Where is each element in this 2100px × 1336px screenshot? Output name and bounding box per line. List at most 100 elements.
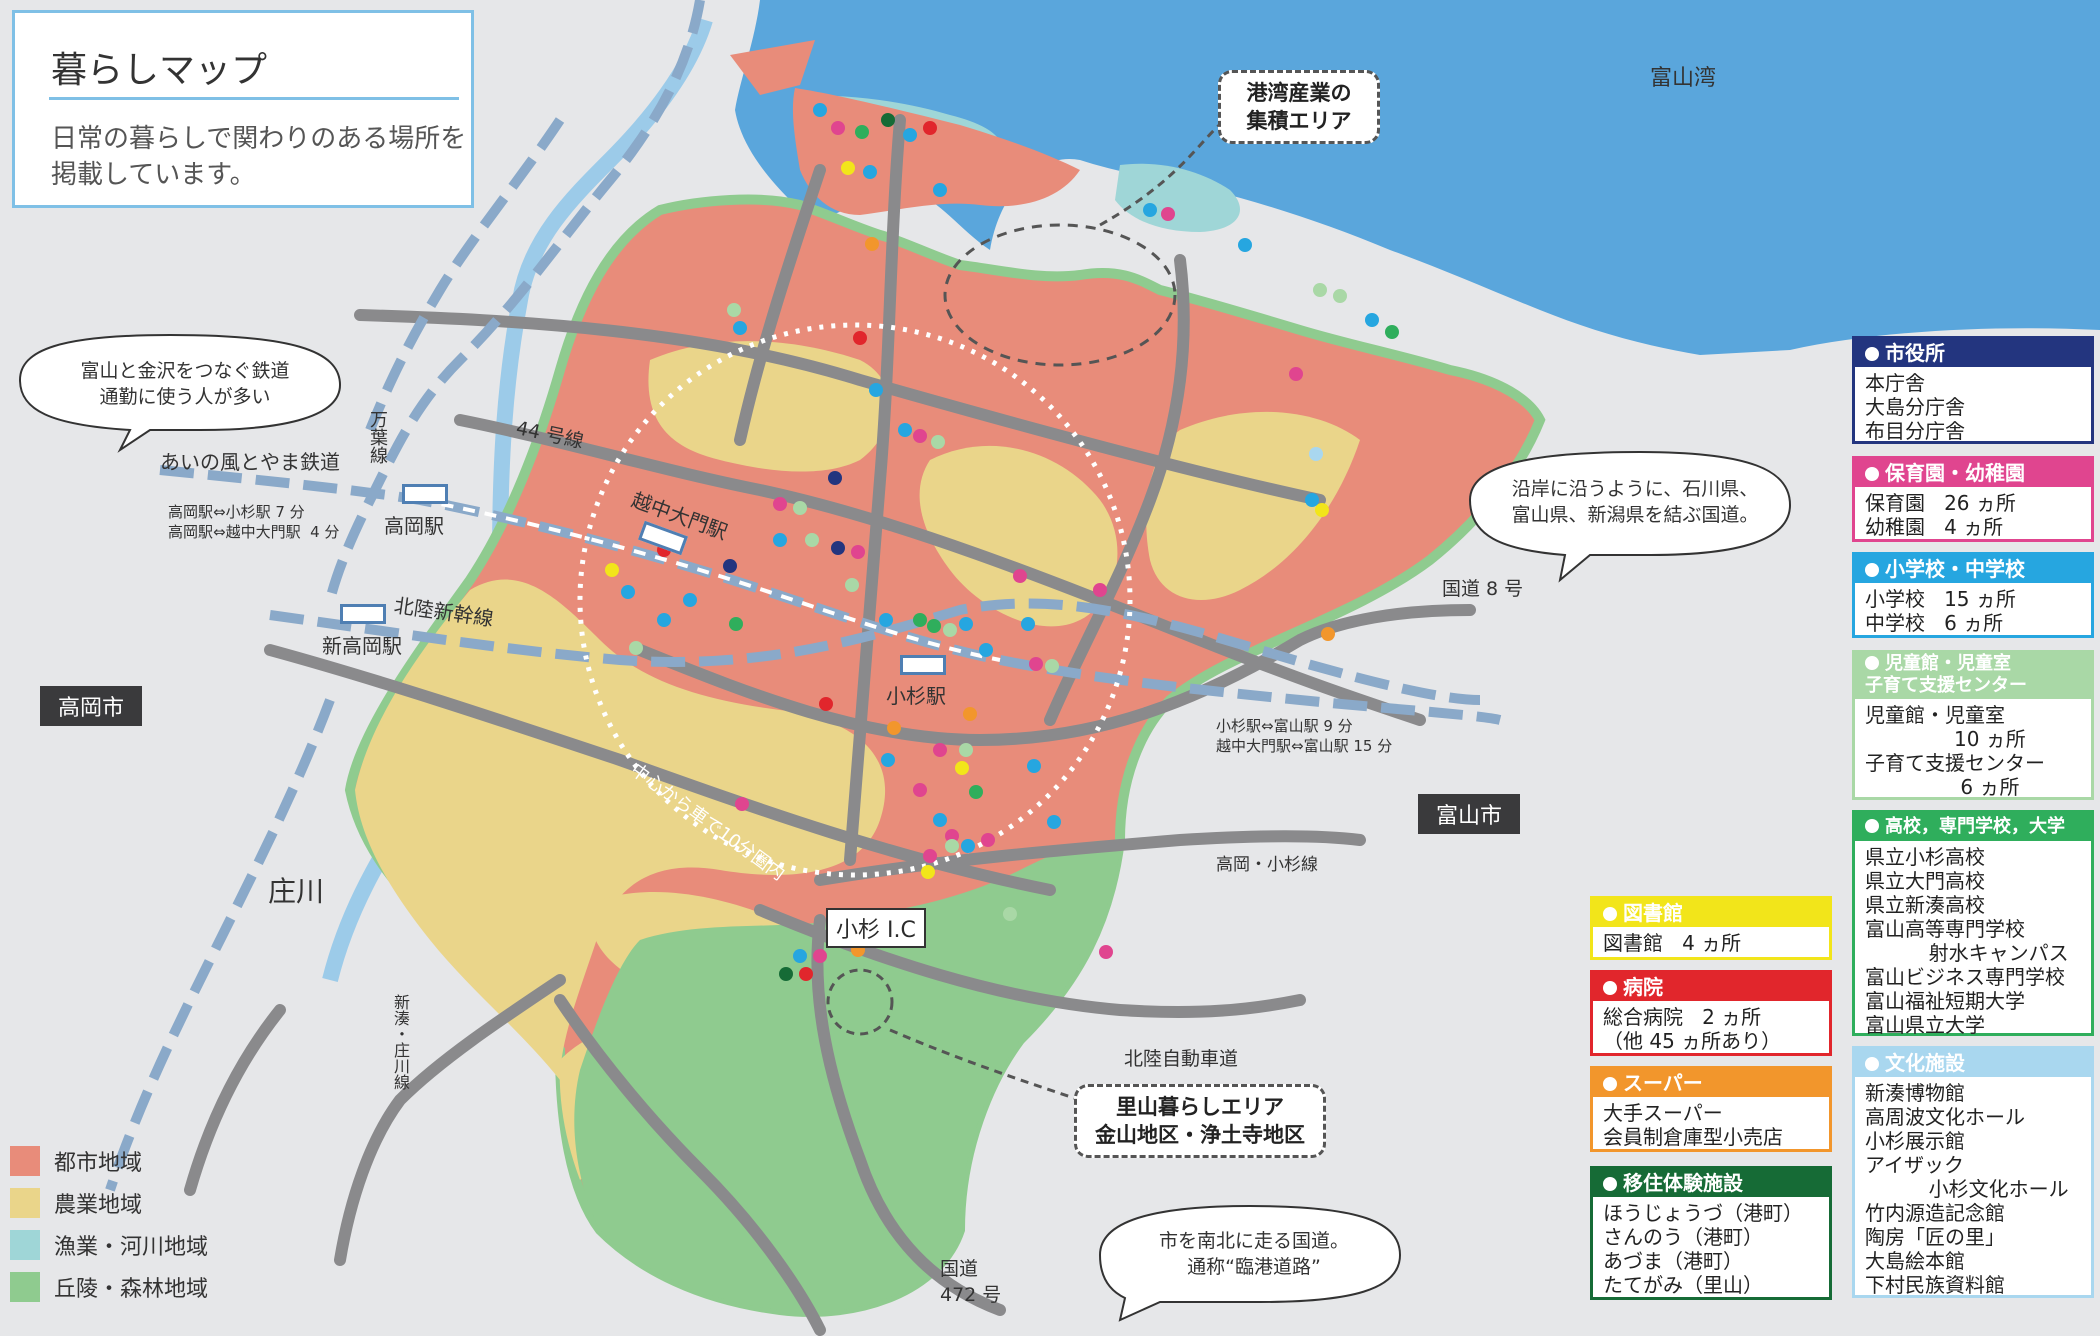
route8-label: 国道 8 号 <box>1442 578 1524 600</box>
legend-line: 高周波文化ホール <box>1865 1105 2025 1129</box>
bubble-coast-shape <box>1468 450 1792 583</box>
sea-area <box>735 0 2100 355</box>
legend-library-header: 図書館 <box>1593 899 1829 927</box>
road-west-2 <box>184 1004 286 1196</box>
circle-icon <box>1865 347 1879 361</box>
legend-school-title: 小学校・中学校 <box>1885 557 2025 581</box>
ainokaze-label: あいの風とやま鉄道 <box>160 450 340 474</box>
zone-legend-item: 漁業・河川地域 <box>10 1224 208 1266</box>
legend-line: 小杉文化ホール <box>1865 1177 2069 1201</box>
legend-city-hall-body: 本庁舎 大島分庁舎 布目分庁舎 <box>1855 367 2091 447</box>
legend-line: 富山ビジネス専門学校 <box>1865 965 2065 989</box>
legend-hospital-title: 病院 <box>1623 975 1663 999</box>
circle-icon <box>1603 1077 1617 1091</box>
legend-nursery-header: 保育園・幼稚園 <box>1855 459 2091 487</box>
bubble-rail-text: 富山と金沢をつなぐ鉄道 通勤に使う人が多い <box>80 360 290 408</box>
zone-legend-item: 都市地域 <box>10 1140 208 1182</box>
legend-childcare-header: 児童館・児童室 子育て支援センター <box>1855 653 2091 699</box>
legend-line: （他 45 ヵ所あり） <box>1603 1029 1782 1053</box>
shinminato-shogawa-line-label: 新湊・庄川線 <box>391 994 410 1090</box>
zone-swatch-fishery <box>10 1230 40 1260</box>
harbor-peninsula <box>792 88 1080 215</box>
legend-culture-header: 文化施設 <box>1855 1049 2091 1077</box>
bubble-rail-shape <box>18 333 342 453</box>
legend-line: 下村民族資料館 <box>1865 1273 2005 1297</box>
legend-line: 大手スーパー <box>1603 1101 1723 1125</box>
circle-icon <box>1603 907 1617 921</box>
rail-shinminato-shogawa <box>105 698 335 1192</box>
legend-higher-education-header: 高校，専門学校，大学 <box>1855 813 2091 841</box>
legend-relocation-header: 移住体験施設 <box>1593 1169 1829 1197</box>
zone-legend-item: 農業地域 <box>10 1182 208 1224</box>
legend-city-hall: 市役所 本庁舎 大島分庁舎 布目分庁舎 <box>1852 336 2094 444</box>
legend-line: あづま（港町） <box>1603 1249 1743 1273</box>
circle-icon <box>1865 563 1879 577</box>
legend-line: 陶房「匠の里」 <box>1865 1225 2005 1249</box>
zone-label-fishery: 漁業・河川地域 <box>54 1235 209 1260</box>
legend-hospital-body: 総合病院 2 ヵ所 （他 45 ヵ所あり） <box>1593 1001 1829 1057</box>
legend-line: 本庁舎 <box>1865 371 1925 395</box>
legend-childcare: 児童館・児童室 子育て支援センター 児童館・児童室 10 ヵ所 子育て支援センタ… <box>1852 650 2094 800</box>
legend-culture: 文化施設 新湊博物館 高周波文化ホール 小杉展示館 アイザック 小杉文化ホール … <box>1852 1046 2094 1298</box>
road-472 <box>811 914 1006 1316</box>
legend-library-title: 図書館 <box>1623 901 1683 925</box>
harbor-area-marker <box>943 223 1177 367</box>
legend-school-body: 小学校 15 ヵ所 中学校 6 ヵ所 <box>1855 583 2091 639</box>
circle-icon <box>1603 1177 1617 1191</box>
legend-line: 6 ヵ所 <box>1865 775 2020 799</box>
satoyama-area-callout: 里山暮らしエリア 金山地区・浄土寺地区 <box>1074 1084 1326 1158</box>
legend-line: 富山高等専門学校 <box>1865 917 2025 941</box>
takaoka-city-label: 高岡市 <box>40 686 143 726</box>
rail-shinkansen <box>269 598 1481 705</box>
circle-icon <box>1865 1057 1879 1071</box>
legend-line: 富山福祉短期大学 <box>1865 989 2025 1013</box>
zone-swatch-forest <box>10 1272 40 1302</box>
legend-line: 小杉展示館 <box>1865 1129 1965 1153</box>
circle-icon <box>1865 656 1879 670</box>
legend-line: 大島分庁舎 <box>1865 395 1965 419</box>
legend-line: 県立新湊高校 <box>1865 893 1985 917</box>
zone-legend: 都市地域 農業地域 漁業・河川地域 丘陵・森林地域 <box>10 1140 208 1308</box>
legend-line: 総合病院 2 ヵ所 <box>1603 1005 1762 1029</box>
legend-line: さんのう（港町） <box>1603 1225 1763 1249</box>
shin-takaoka-station-label: 新高岡駅 <box>322 634 402 658</box>
legend-relocation-body: ほうじょうづ（港町） さんのう（港町） あづま（港町） たてがみ（里山） <box>1593 1197 1829 1301</box>
takaoka-station-icon <box>402 484 448 504</box>
zone-label-forest: 丘陵・森林地域 <box>54 1277 209 1302</box>
title-box: 暮らしマップ 日常の暮らしで関わりのある場所を 掲載しています。 <box>12 10 474 208</box>
legend-culture-body: 新湊博物館 高周波文化ホール 小杉展示館 アイザック 小杉文化ホール 竹内源造記… <box>1855 1077 2091 1301</box>
route472-label: 国道 472 号 <box>940 1258 1002 1306</box>
road-west-1 <box>334 974 566 1266</box>
legend-hospital-header: 病院 <box>1593 973 1829 1001</box>
legend-line: 幼稚園 4 ヵ所 <box>1865 515 2004 539</box>
road-kosugi-1 <box>634 604 1476 747</box>
legend-line: 県立小杉高校 <box>1865 845 1985 869</box>
legend-school-header: 小学校・中学校 <box>1855 555 2091 583</box>
takaoka-station-label: 高岡駅 <box>384 514 444 538</box>
kosugi-times-label: 小杉駅⇔富山駅 9 分 越中大門駅⇔富山駅 15 分 <box>1216 717 1393 755</box>
zone-legend-item: 丘陵・森林地域 <box>10 1266 208 1308</box>
road-north-south-2 <box>734 164 826 446</box>
takaoka-times-label: 高岡駅⇔小杉駅 7 分 高岡駅⇔越中大門駅 4 分 <box>168 503 340 541</box>
zone-swatch-urban <box>10 1146 40 1176</box>
radius-circle <box>577 322 1133 878</box>
road-44 <box>454 414 1426 726</box>
legend-line: アイザック <box>1865 1153 1964 1177</box>
shin-takaoka-station-icon <box>340 604 386 624</box>
kosugi-station-icon <box>900 655 946 675</box>
legend-line: 射水キャンパス <box>1865 941 2069 965</box>
legend-supermarket-body: 大手スーパー 会員制倉庫型小売店 <box>1593 1097 1829 1153</box>
facility-dots <box>605 103 1399 981</box>
legend-line: 10 ヵ所 <box>1865 727 2026 751</box>
legend-higher-education-title: 高校，専門学校，大学 <box>1885 816 2065 837</box>
kosugi-station-label: 小杉駅 <box>886 684 946 708</box>
legend-line: 竹内源造記念館 <box>1865 1201 2005 1225</box>
legend-line: 中学校 6 ヵ所 <box>1865 611 2004 635</box>
legend-supermarket-header: スーパー <box>1593 1069 1829 1097</box>
agri-zone-west <box>355 579 886 1080</box>
circle-icon <box>1865 819 1879 833</box>
legend-line: 会員制倉庫型小売店 <box>1603 1125 1783 1149</box>
legend-line: 布目分庁舎 <box>1865 419 1965 443</box>
